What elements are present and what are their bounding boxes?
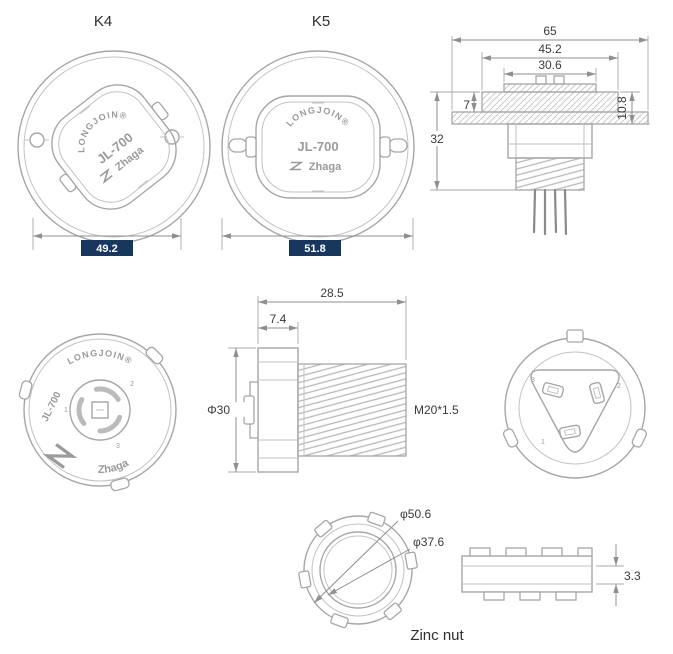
- k4-lock-mark-top: [80, 105, 91, 115]
- back-inner-ring: [518, 351, 632, 465]
- thread-spec-label: M20*1.5: [414, 403, 459, 417]
- dim-phi37-6: φ37.6: [413, 535, 444, 549]
- back-contact-slot-2: [589, 381, 605, 405]
- k4-dim-value: 49.2: [96, 243, 117, 255]
- dim-7-4: 7.4: [270, 312, 287, 326]
- nut-caption: Zinc nut: [410, 627, 464, 644]
- k5-cap-ear-right: [379, 136, 391, 158]
- back-contact-label-2: 2: [617, 383, 621, 390]
- thread-cylinder: [297, 363, 407, 457]
- back-top-key: [566, 329, 584, 343]
- k5-mount-slot-left: [228, 138, 248, 153]
- dim-top-width: 30.6: [503, 58, 597, 82]
- zhaga-logo-icon: [42, 443, 78, 469]
- k4-lock-mark-bottom: [137, 179, 148, 189]
- dim-total-width: 65: [451, 24, 649, 110]
- dim-phi30-mask: [224, 402, 248, 417]
- dim-30-6: 30.6: [538, 58, 562, 72]
- side-stem-thread: [515, 157, 585, 191]
- side-top-plate: [503, 83, 597, 93]
- k5-dim-value: 51.8: [304, 243, 325, 255]
- k4-dim-box: [81, 240, 133, 256]
- side-wires: [532, 188, 568, 236]
- dim-height: 32: [426, 91, 516, 191]
- dim-3-3: 3.3: [624, 569, 641, 583]
- dim-45-2: 45.2: [538, 42, 562, 56]
- front-contact-label-1: 1: [64, 407, 68, 414]
- k4-mount-hole-left: [25, 132, 49, 148]
- back-contact-slot-3: [558, 424, 582, 440]
- k4-cap-ear-left: [59, 173, 77, 193]
- nut-rim-ring: [311, 523, 405, 617]
- k4-mount-hole-right: [160, 129, 184, 145]
- front-center-key: [91, 401, 109, 419]
- nut-outer-circle: [303, 515, 413, 625]
- k5-zhaga-text: Zhaga: [309, 161, 342, 173]
- back-contact-carrier: [530, 369, 620, 453]
- dim-nut-thickness: 3.3: [596, 544, 641, 606]
- front-inner-ring: [28, 338, 172, 482]
- view-nut-side: 3.3: [461, 544, 641, 606]
- nut-thread-circle: [323, 535, 393, 605]
- k4-cap-ear-right: [151, 101, 169, 121]
- zhaga-logo-icon: [288, 161, 304, 171]
- k4-title: K4: [94, 13, 112, 30]
- dim-10-8: 10.8: [615, 96, 629, 120]
- side-contact-bump-left: [535, 75, 547, 85]
- nut-notches: [298, 511, 418, 629]
- k4-cap-inner-outline: [58, 91, 170, 203]
- side-contact-bump-right: [553, 75, 565, 85]
- k5-model-text: JL-700: [297, 139, 338, 154]
- view-threaded: 28.5 7.4 Φ30 M20*1.5: [207, 286, 459, 473]
- front-center-mechanism: [69, 379, 131, 441]
- dim-28-5: 28.5: [320, 286, 344, 300]
- k5-dim-box: [289, 240, 341, 256]
- front-contact-label-3: 3: [116, 443, 120, 450]
- side-cap-body: [481, 91, 619, 113]
- dim-head-length: 7.4: [258, 312, 299, 344]
- k5-title: K5: [312, 13, 330, 30]
- nut-side-castellations: [469, 547, 593, 601]
- view-back-round: 3 2 1: [502, 329, 648, 479]
- dim-cap-width: 45.2: [481, 42, 619, 90]
- k5-mount-slot-right: [388, 138, 408, 153]
- front-contact-label-2: 2: [130, 381, 134, 388]
- view-side-section: 65 45.2 30.6 7 32: [426, 24, 650, 236]
- k5-cap-ear-left: [245, 136, 257, 158]
- back-contact-label-3: 3: [531, 377, 535, 384]
- zhaga-logo-icon: [99, 167, 113, 184]
- nut-bore-circle: [319, 531, 397, 609]
- dim-7: 7: [463, 98, 470, 112]
- dim-32-mask: [426, 131, 448, 146]
- front-outer-circle: [23, 333, 177, 487]
- back-contact-label-1: 1: [541, 439, 545, 446]
- k4-dimension: 49.2: [32, 218, 182, 256]
- k5-cap-inner-outline: [261, 101, 375, 193]
- dim-phi30: Φ30: [207, 403, 230, 417]
- view-nut-front: φ50.6 φ37.6: [298, 507, 444, 629]
- dim-phi50-6: φ50.6: [400, 507, 431, 521]
- nut-leader-bore: φ37.6: [327, 535, 444, 596]
- dim-65: 65: [543, 24, 557, 38]
- dim-thread-length: 28.5: [257, 286, 407, 360]
- dim-cap-height: 10.8: [615, 91, 650, 125]
- dim-head-diameter: Φ30: [207, 347, 256, 473]
- back-contact-slot-1: [541, 382, 565, 398]
- k5-dimension: 51.8: [221, 218, 414, 256]
- front-rim-tabs: [18, 346, 164, 492]
- side-stem: [507, 123, 593, 191]
- back-rim-tabs: [502, 428, 648, 448]
- dim-32: 32: [430, 132, 444, 146]
